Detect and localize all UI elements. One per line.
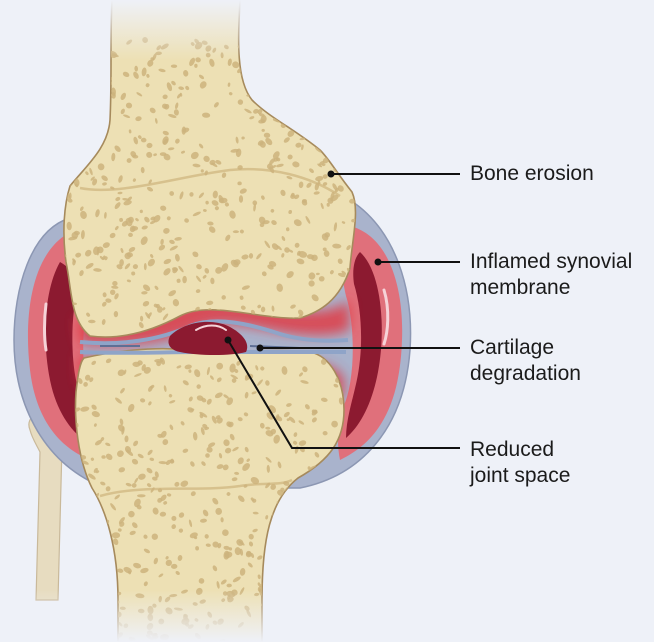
- label-bone-erosion: Bone erosion: [470, 161, 594, 187]
- marker-synovial-membrane: [375, 259, 382, 266]
- marker-joint-space: [225, 337, 232, 344]
- label-cartilage-line1: Cartilage: [470, 335, 581, 361]
- label-joint-space-line2: joint space: [470, 463, 570, 489]
- label-inflamed-synovial-membrane: Inflamed synovial membrane: [470, 249, 632, 301]
- label-bone-erosion-line1: Bone erosion: [470, 161, 594, 187]
- label-cartilage-line2: degradation: [470, 361, 581, 387]
- label-reduced-joint-space: Reduced joint space: [470, 437, 570, 489]
- label-cartilage-degradation: Cartilage degradation: [470, 335, 581, 387]
- marker-cartilage: [257, 345, 264, 352]
- label-synovial-line1: Inflamed synovial: [470, 249, 632, 275]
- marker-bone-erosion: [328, 171, 335, 178]
- label-joint-space-line1: Reduced: [470, 437, 570, 463]
- label-synovial-line2: membrane: [470, 275, 632, 301]
